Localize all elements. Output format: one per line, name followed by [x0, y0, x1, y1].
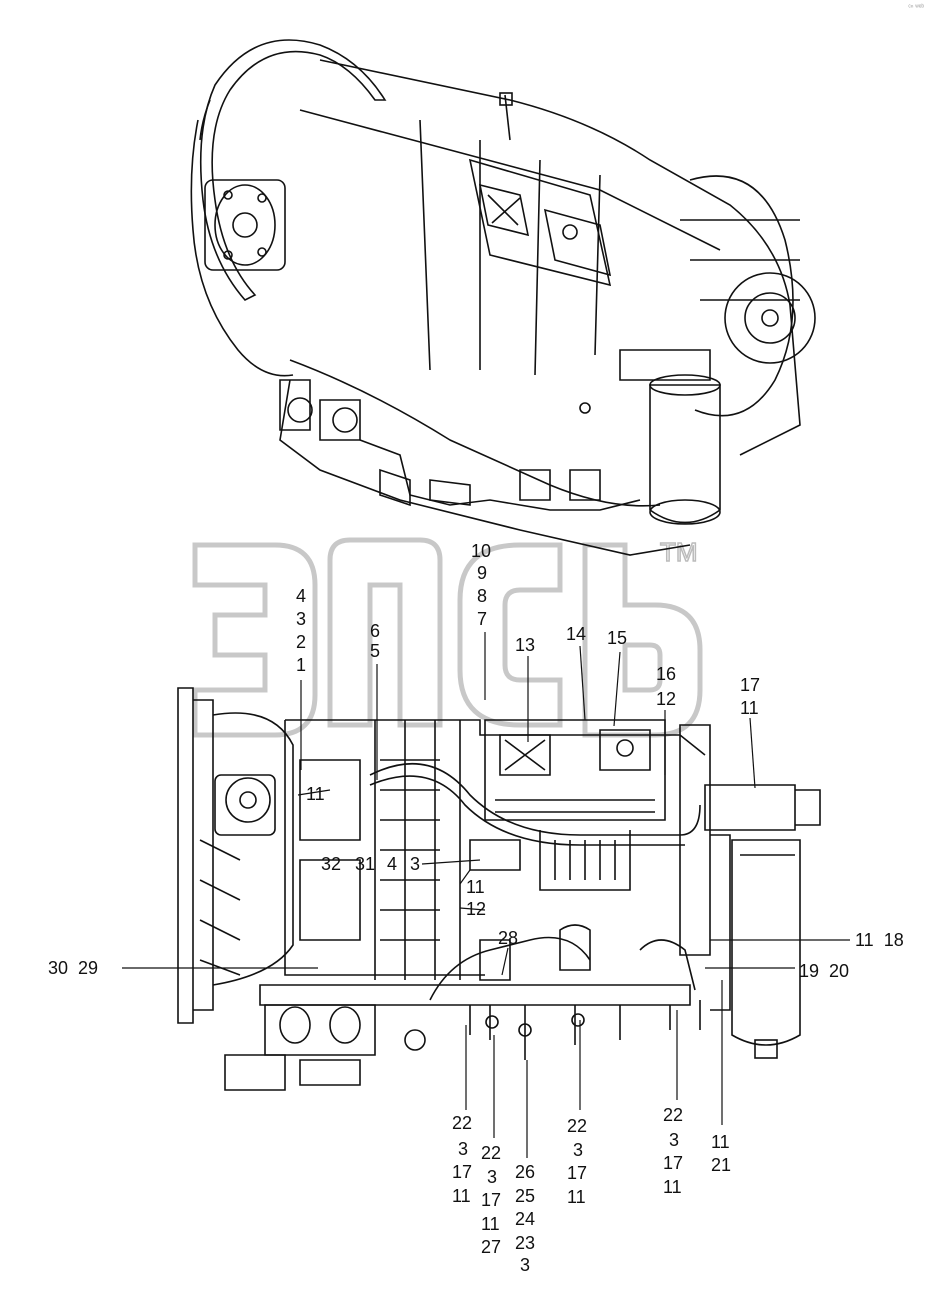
- callout-11: 11: [740, 698, 759, 718]
- callout-1: 1: [296, 655, 307, 675]
- callout-30-29: 30 29: [48, 958, 99, 978]
- callout-11-18: 11 18: [855, 930, 904, 950]
- transmission-top-view: [190, 39, 816, 556]
- callout-3: 3: [487, 1167, 498, 1187]
- callout-4: 4: [296, 586, 307, 606]
- callout-24: 24: [515, 1209, 536, 1229]
- callout-22: 22: [663, 1105, 684, 1125]
- callout-17: 17: [567, 1163, 588, 1183]
- watermark-tm: TM: [660, 537, 698, 567]
- corner-note: ᶜⁿ ʷᵉᵇ: [908, 4, 924, 11]
- callout-23: 23: [515, 1233, 536, 1253]
- transmission-side-view: [177, 687, 821, 1091]
- callout-22: 22: [567, 1116, 588, 1136]
- callout-leaders: [122, 632, 850, 1158]
- callout-28: 28: [498, 928, 519, 948]
- callout-17: 17: [740, 675, 761, 695]
- callout-11: 11: [306, 784, 325, 804]
- callout-15: 15: [607, 628, 628, 648]
- callout-3: 3: [458, 1139, 469, 1159]
- callout-7: 7: [477, 609, 488, 629]
- callout-22: 22: [481, 1143, 502, 1163]
- callout-5: 5: [370, 641, 381, 661]
- callout-17: 17: [663, 1153, 684, 1173]
- callout-12: 12: [466, 899, 487, 919]
- callout-4: 4: [387, 854, 398, 874]
- callout-17: 17: [481, 1190, 502, 1210]
- callout-6: 6: [370, 621, 381, 641]
- callout-19-20: 19 20: [799, 961, 850, 981]
- callout-2: 2: [296, 632, 307, 652]
- callout-26: 26: [515, 1162, 536, 1182]
- callout-27: 27: [481, 1237, 502, 1257]
- callout-3: 3: [520, 1255, 531, 1275]
- callout-16: 16: [656, 664, 677, 684]
- callout-3: 3: [296, 609, 307, 629]
- callout-17: 17: [452, 1162, 473, 1182]
- callout-32: 32: [321, 854, 342, 874]
- callout-25: 25: [515, 1186, 536, 1206]
- callout-13: 13: [515, 635, 536, 655]
- callout-3: 3: [573, 1140, 584, 1160]
- callout-11: 11: [481, 1214, 500, 1234]
- callout-11: 11: [567, 1187, 586, 1207]
- callout-10: 10: [471, 541, 492, 561]
- callout-11: 11: [466, 877, 485, 897]
- callout-21: 21: [711, 1155, 732, 1175]
- callout-12: 12: [656, 689, 677, 709]
- callout-3: 3: [410, 854, 421, 874]
- callout-8: 8: [477, 586, 488, 606]
- callout-31: 31: [355, 854, 376, 874]
- callout-11: 11: [452, 1186, 471, 1206]
- callout-11: 11: [711, 1132, 730, 1152]
- callout-14: 14: [566, 624, 587, 644]
- watermark-logo: [192, 537, 703, 738]
- callout-9: 9: [477, 563, 488, 583]
- callout-3: 3: [669, 1130, 680, 1150]
- callout-22: 22: [452, 1113, 473, 1133]
- callout-11: 11: [663, 1177, 682, 1197]
